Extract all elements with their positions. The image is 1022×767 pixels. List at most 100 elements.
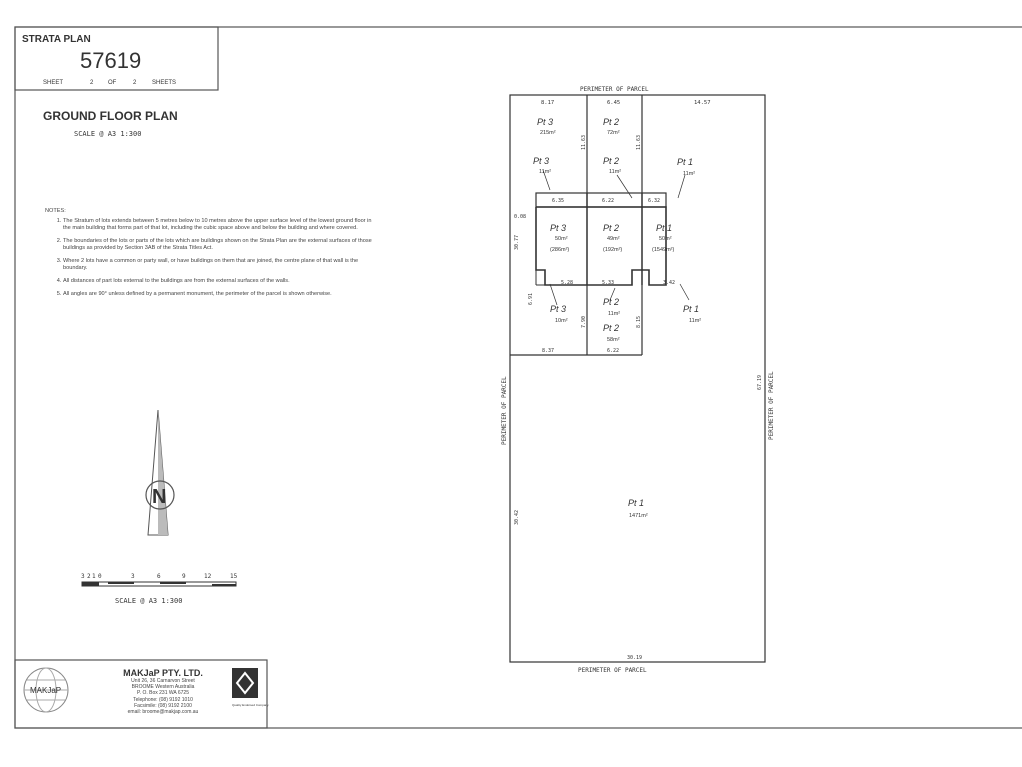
- dimension: 6.35: [552, 198, 564, 204]
- lot-area: 49m²: [607, 236, 620, 242]
- dimension: 8.17: [541, 100, 554, 106]
- scale-tick: 3: [131, 573, 135, 580]
- lot-area: 11m²: [609, 169, 621, 175]
- building-outline: [535, 206, 667, 286]
- dimension: 11.63: [581, 135, 587, 150]
- perimeter-label-bottom: PERIMETER OF PARCEL: [578, 667, 647, 674]
- dimension: 0.08: [514, 214, 526, 220]
- dimension: 5.33: [602, 280, 614, 286]
- scale-tick: 2: [87, 573, 91, 580]
- notes-section: NOTES: The Stratum of lots extends betwe…: [45, 208, 375, 304]
- note-item: Where 2 lots have a common or party wall…: [63, 258, 375, 272]
- lot-label: Pt 2: [603, 156, 619, 166]
- perimeter-label-right: PERIMETER OF PARCEL: [768, 371, 775, 440]
- perimeter-label-top: PERIMETER OF PARCEL: [580, 86, 649, 93]
- lot-label: Pt 3: [533, 156, 549, 166]
- note-item: The Stratum of lots extends between 5 me…: [63, 218, 375, 232]
- dimension: 6.45: [607, 100, 620, 106]
- lot-label: Pt 3: [550, 304, 566, 314]
- lot-area: 11m²: [689, 318, 701, 324]
- dimension: 5.28: [561, 280, 573, 286]
- perimeter-label-left: PERIMETER OF PARCEL: [501, 376, 508, 445]
- of-label: OF: [108, 80, 117, 86]
- lot-label: Pt 3: [550, 223, 566, 233]
- plan-title: GROUND FLOOR PLAN: [43, 109, 178, 123]
- lot-area: 50m²: [659, 236, 672, 242]
- note-item: All distances of part lots external to t…: [63, 278, 375, 285]
- lot-label: Pt 2: [603, 297, 619, 307]
- scale-tick: 9: [182, 573, 186, 580]
- quality-cert-icon: Quality Endorsed Company: [232, 668, 269, 707]
- ground-floor-plan: [509, 94, 766, 663]
- lot-area: 11m²: [539, 169, 551, 175]
- note-item: The boundaries of the lots or parts of t…: [63, 238, 375, 252]
- scale-bar: 3 2 1 0 3 6 9 12 15 SCALE @ A3 1:300: [81, 573, 238, 605]
- lot-area: 10m²: [555, 318, 568, 324]
- plan-scale: SCALE @ A3 1:300: [74, 130, 141, 138]
- sheet-total: 2: [133, 80, 137, 86]
- dimension: 7.90: [581, 316, 587, 328]
- company-block-border: [14, 659, 268, 729]
- lot-area: 11m²: [683, 171, 695, 177]
- lot-label: Pt 2: [603, 117, 619, 127]
- cert-text: Quality Endorsed Company: [232, 703, 269, 707]
- note-item: All angles are 90° unless defined by a p…: [63, 291, 375, 298]
- lot-area: 215m²: [540, 130, 556, 136]
- scale-tick: 3: [81, 573, 85, 580]
- north-arrow-icon: N: [145, 409, 175, 536]
- dimension: 3.42: [663, 280, 675, 286]
- lot-label: Pt 2: [603, 323, 619, 333]
- lot-area: 11m²: [608, 311, 620, 317]
- company-globe-logo: MAKJaP: [23, 667, 69, 713]
- lot-label: Pt 1: [677, 157, 693, 167]
- scale-tick: 15: [230, 573, 238, 580]
- scale-tick: 0: [98, 573, 102, 580]
- dimension: 11.63: [636, 135, 642, 150]
- lot-label: Pt 1: [656, 223, 672, 233]
- lot-area: 1471m²: [629, 513, 648, 519]
- dimension: 30.42: [514, 510, 520, 525]
- north-letter: N: [152, 486, 166, 508]
- dimension: 6.91: [528, 293, 534, 305]
- dimension: 6.32: [648, 198, 660, 204]
- parcel-boundary: [509, 94, 766, 663]
- lot-area: 50m²: [555, 236, 568, 242]
- title-heading: STRATA PLAN: [22, 34, 91, 45]
- company-line: Telephone: (08) 9192 1010: [133, 696, 193, 703]
- lot-area: 58m²: [607, 337, 620, 343]
- company-details: MAKJaP PTY. LTD. Unit 26, 36 Carnarvon S…: [88, 668, 238, 715]
- dimension: 6.22: [602, 198, 614, 204]
- lot-label: Pt 1: [683, 304, 699, 314]
- lot-total: (286m²): [550, 247, 569, 253]
- dimension: 30.77: [514, 235, 520, 250]
- company-name: MAKJaP PTY. LTD.: [123, 668, 203, 678]
- scale-bar-caption: SCALE @ A3 1:300: [115, 597, 182, 605]
- notes-heading: NOTES:: [45, 208, 66, 214]
- scale-tick: 12: [204, 573, 212, 580]
- sheets-label: SHEETS: [152, 80, 176, 86]
- dimension: 30.19: [627, 655, 642, 661]
- company-line: P. O. Box 231 WA 6725: [137, 690, 189, 697]
- dimension: 6.22: [607, 348, 619, 354]
- sheet-number: 2: [90, 80, 94, 86]
- lot-label: Pt 1: [628, 498, 644, 508]
- lot-label: Pt 3: [537, 117, 553, 127]
- sheet-border: [14, 26, 1022, 729]
- sheet-label: SHEET: [43, 80, 63, 86]
- lot-area: 72m²: [607, 130, 620, 136]
- dimension: 67.19: [757, 375, 763, 390]
- lot-total: (192m²): [603, 247, 622, 253]
- dimension: 8.37: [542, 348, 554, 354]
- company-email: email: broome@makjap.com.au: [127, 709, 199, 716]
- dimension: 14.57: [694, 100, 711, 106]
- lot-label: Pt 2: [603, 223, 619, 233]
- company-line: BROOME Western Australia: [131, 684, 195, 691]
- company-line: Unit 26, 36 Carnarvon Street: [131, 678, 195, 684]
- scale-tick: 1: [92, 573, 96, 580]
- logo-text: MAKJaP: [30, 686, 61, 695]
- plan-number: 57619: [80, 48, 141, 73]
- title-block-border: [14, 26, 219, 91]
- dimension: 8.15: [636, 316, 642, 328]
- plan-labels: PERIMETER OF PARCEL PERIMETER OF PARCEL …: [501, 86, 775, 674]
